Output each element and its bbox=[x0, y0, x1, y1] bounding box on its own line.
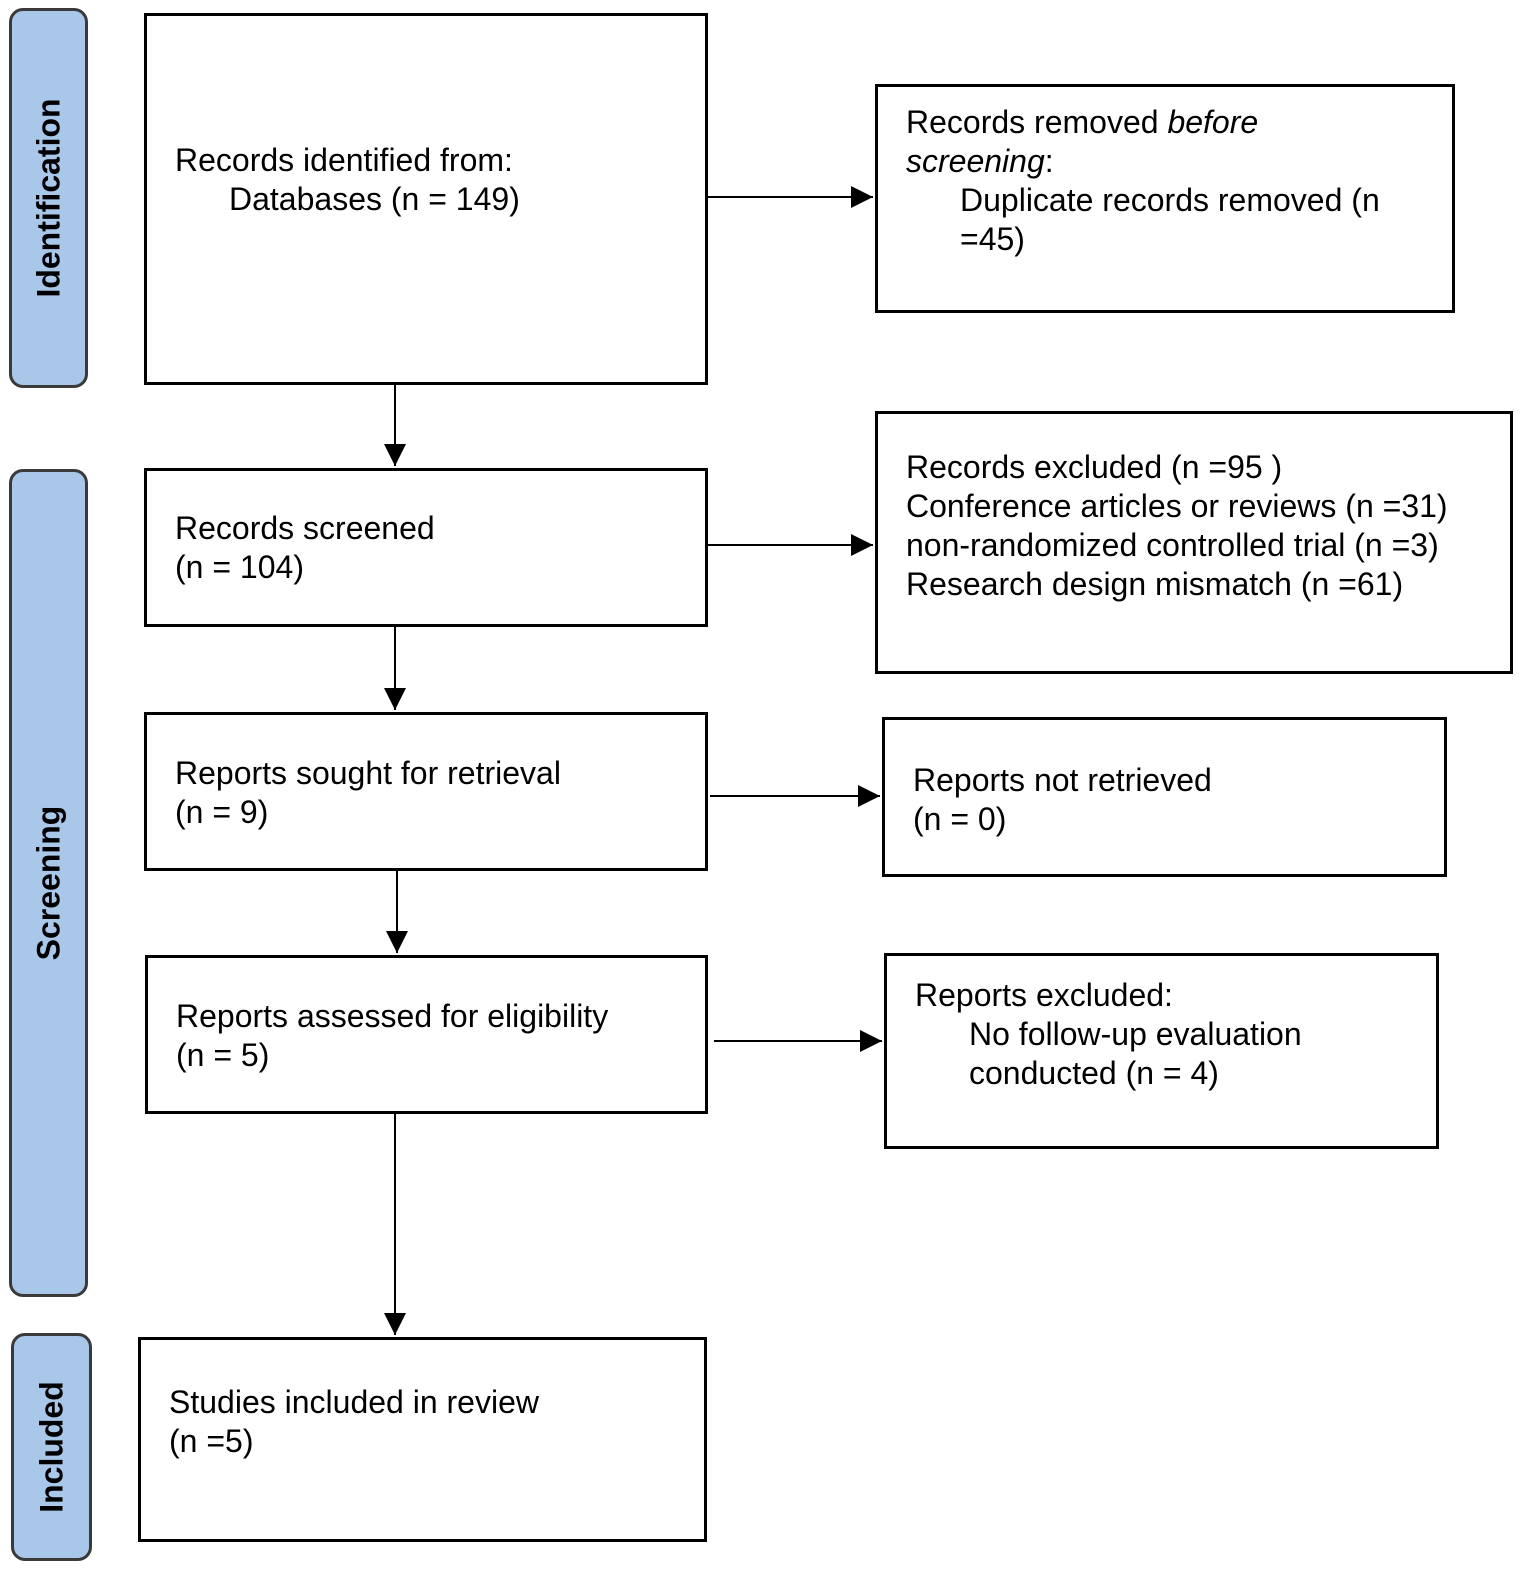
records-excluded-mismatch: Research design mismatch (n =61) bbox=[906, 566, 1404, 602]
phase-identification: Identification bbox=[9, 8, 88, 388]
reports-assessed-label: Reports assessed for eligibility bbox=[176, 998, 609, 1034]
reports-excluded-count: conducted (n = 4) bbox=[969, 1055, 1219, 1091]
reports-assessed-box: Reports assessed for eligibility (n = 5) bbox=[145, 955, 708, 1114]
duplicate-records-count: =45) bbox=[960, 221, 1025, 257]
arrowhead-included bbox=[384, 1313, 406, 1335]
reports-not-retrieved-label: Reports not retrieved bbox=[913, 762, 1212, 798]
phase-screening: Screening bbox=[9, 469, 88, 1297]
reports-not-retrieved-box: Reports not retrieved (n = 0) bbox=[882, 717, 1447, 877]
reports-excluded-box: Reports excluded: No follow-up evaluatio… bbox=[884, 953, 1439, 1149]
reports-excluded-reason: No follow-up evaluation bbox=[969, 1016, 1302, 1052]
arrowhead-excluded bbox=[851, 534, 873, 556]
arrowhead-removed bbox=[851, 186, 873, 208]
arrowhead-screened bbox=[384, 444, 406, 466]
records-excluded-box: Records excluded (n =95 ) Conference art… bbox=[875, 411, 1513, 674]
arrowhead-assessed bbox=[386, 931, 408, 953]
records-excluded-total: Records excluded (n =95 ) bbox=[906, 449, 1283, 485]
records-identified-databases: Databases (n = 149) bbox=[229, 181, 520, 217]
reports-sought-label: Reports sought for retrieval bbox=[175, 755, 561, 791]
reports-excluded-heading: Reports excluded: bbox=[915, 977, 1173, 1013]
records-screened-box: Records screened (n = 104) bbox=[144, 468, 708, 627]
arrowhead-reports-excluded bbox=[860, 1030, 882, 1052]
reports-not-retrieved-count: (n = 0) bbox=[913, 801, 1007, 837]
reports-assessed-count: (n = 5) bbox=[176, 1037, 270, 1073]
arrowhead-sought bbox=[384, 688, 406, 710]
duplicate-records-removed: Duplicate records removed (n bbox=[960, 182, 1380, 218]
records-removed-box: Records removed before screening: Duplic… bbox=[875, 84, 1455, 313]
studies-included-count: (n =5) bbox=[169, 1423, 254, 1459]
phase-included: Included bbox=[11, 1333, 92, 1561]
records-excluded-nonrandomized: non-randomized controlled trial (n =3) bbox=[906, 527, 1439, 563]
arrowhead-not-retrieved bbox=[858, 785, 880, 807]
records-excluded-conference: Conference articles or reviews (n =31) bbox=[906, 488, 1448, 524]
studies-included-label: Studies included in review bbox=[169, 1384, 539, 1420]
records-screened-count: (n = 104) bbox=[175, 549, 304, 585]
records-identified-heading: Records identified from: bbox=[175, 142, 513, 178]
records-removed-heading-cont: screening: bbox=[906, 143, 1054, 179]
records-screened-label: Records screened bbox=[175, 510, 435, 546]
records-identified-box: Records identified from: Databases (n = … bbox=[144, 13, 708, 385]
reports-sought-box: Reports sought for retrieval (n = 9) bbox=[144, 712, 708, 871]
studies-included-box: Studies included in review (n =5) bbox=[138, 1337, 707, 1542]
reports-sought-count: (n = 9) bbox=[175, 794, 269, 830]
records-removed-heading: Records removed before bbox=[906, 104, 1259, 140]
